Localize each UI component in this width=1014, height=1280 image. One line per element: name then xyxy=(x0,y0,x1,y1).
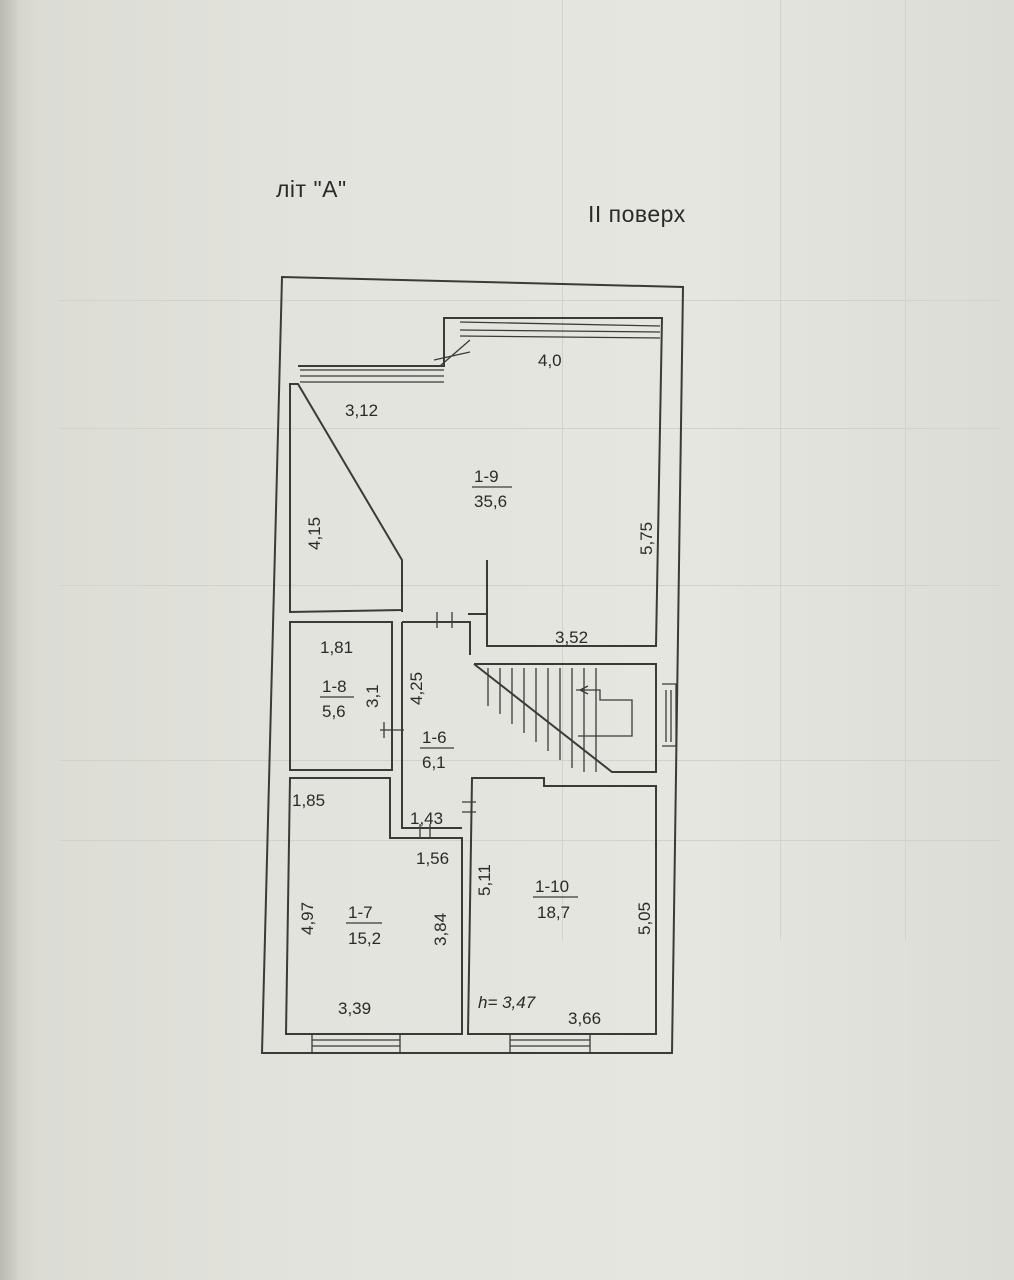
dim-room-1-9-left-side: 4,15 xyxy=(305,517,324,550)
room-1-10-area: 18,7 xyxy=(537,903,570,922)
dim-room-1-7-left: 4,97 xyxy=(298,902,317,935)
building-label: літ "А" xyxy=(276,176,347,202)
corridor-door-bottom xyxy=(419,824,431,838)
dim-room-1-8-top: 1,81 xyxy=(320,638,353,657)
stair-direction-arrow xyxy=(576,685,633,737)
corridor-door-top xyxy=(436,612,453,628)
bleed-line xyxy=(60,300,1000,301)
window-right xyxy=(662,683,677,747)
dim-room-1-9-top: 4,0 xyxy=(538,351,562,370)
room-1-9-area: 35,6 xyxy=(474,492,507,511)
bleed-line xyxy=(905,0,906,940)
room-1-10-walls xyxy=(466,777,657,1035)
room-1-9-door-walls xyxy=(401,560,488,615)
dim-room-1-9-bottom: 3,52 xyxy=(555,628,588,647)
corridor-1-6-walls xyxy=(401,621,471,829)
bleed-line xyxy=(562,0,563,940)
ceiling-height: h= 3,47 xyxy=(478,993,536,1012)
dim-room-1-7-bottom: 3,39 xyxy=(338,999,371,1018)
room-1-7-id: 1-7 xyxy=(348,903,373,922)
paper-left-edge xyxy=(0,0,18,1280)
room-1-8-area: 5,6 xyxy=(322,702,346,721)
bleed-line xyxy=(60,840,1000,841)
dim-room-1-7-top: 1,85 xyxy=(292,791,325,810)
room-1-6-id: 1-6 xyxy=(422,728,447,747)
room-1-7-walls xyxy=(284,777,463,1035)
dim-room-1-9-left-top: 3,12 xyxy=(345,401,378,420)
room-1-8-id: 1-8 xyxy=(322,677,347,696)
bleed-line xyxy=(60,760,1000,761)
room-1-10-door xyxy=(462,801,476,813)
dim-corridor-bottom-2: 1,56 xyxy=(416,849,449,868)
window-break-marks xyxy=(433,339,471,367)
dim-room-1-10-right: 5,05 xyxy=(635,902,654,935)
bleed-line xyxy=(780,0,781,940)
dim-room-1-9-right-side: 5,75 xyxy=(637,522,656,555)
dim-room-1-10-left: 5,11 xyxy=(475,864,494,896)
bleed-line xyxy=(60,585,1000,586)
dim-room-1-10-bottom: 3,66 xyxy=(568,1009,601,1028)
stair-outline xyxy=(473,663,657,773)
room-1-7-area: 15,2 xyxy=(348,929,381,948)
room-1-9-id: 1-9 xyxy=(474,467,499,486)
dim-room-1-7-right: 3,84 xyxy=(431,913,450,946)
window-top-left xyxy=(300,369,444,383)
bleed-line xyxy=(60,428,1000,429)
dim-room-1-8-side: 3,1 xyxy=(363,684,382,708)
floor-label: II поверх xyxy=(588,201,686,227)
room-1-6-area: 6,1 xyxy=(422,753,446,772)
stair-steps xyxy=(487,668,597,772)
window-bottom-right xyxy=(509,1034,591,1053)
room-1-8-walls xyxy=(289,621,393,771)
window-bottom-left xyxy=(311,1034,401,1053)
dim-corridor-bottom: 1,43 xyxy=(410,809,443,828)
room-1-10-id: 1-10 xyxy=(535,877,569,896)
dim-corridor-side: 4,25 xyxy=(407,672,426,705)
outer-wall xyxy=(260,275,685,1054)
window-top xyxy=(459,321,661,339)
room-1-8-door xyxy=(380,722,404,738)
